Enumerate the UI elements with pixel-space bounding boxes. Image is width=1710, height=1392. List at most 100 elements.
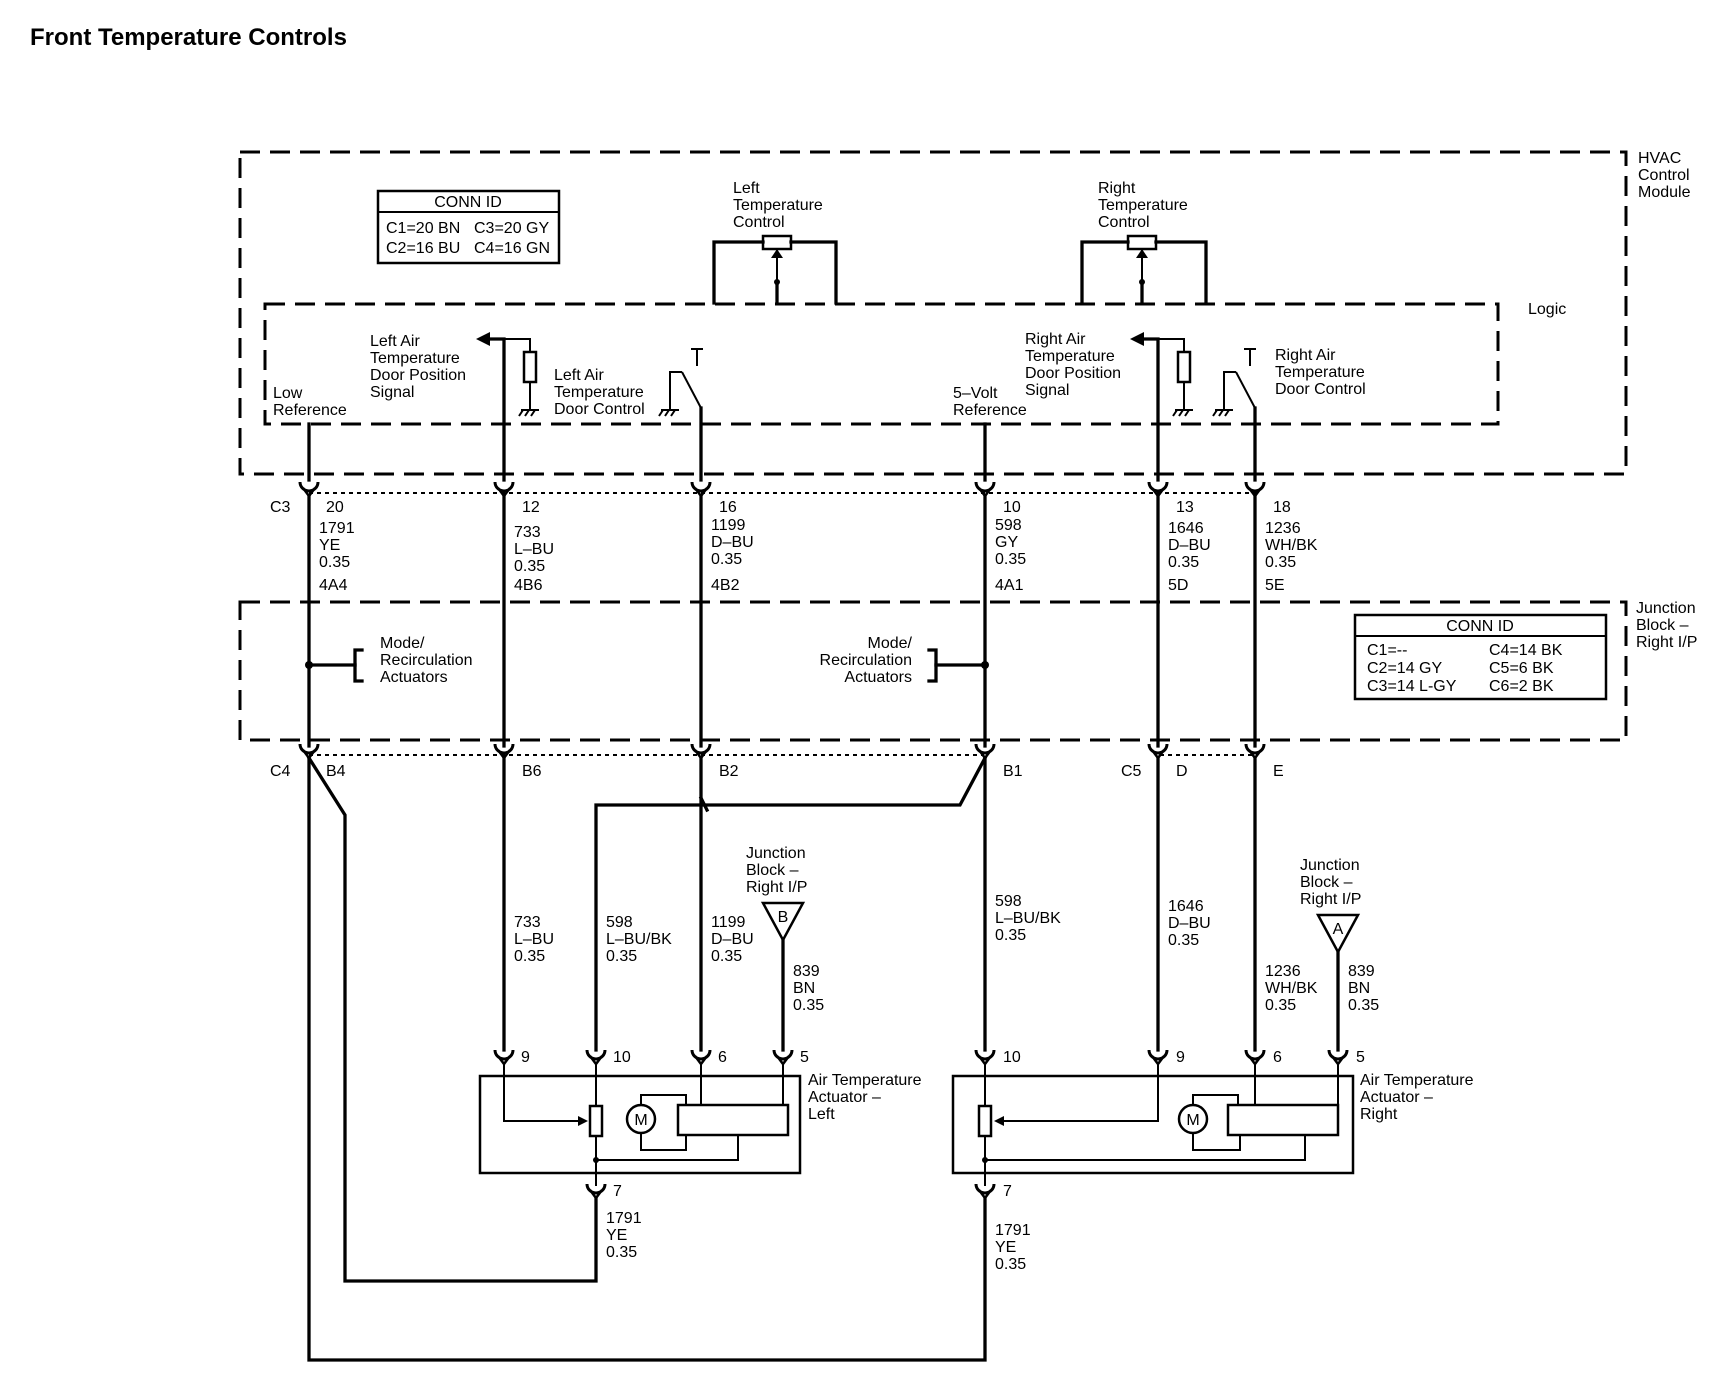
- pin-13-label: 13: [1176, 499, 1194, 516]
- ground-b-letter: B: [778, 909, 789, 926]
- left-motor-glyph: M: [634, 1112, 647, 1129]
- hvac-conn-id-heading: CONN ID: [434, 194, 502, 211]
- connector-c3-label: C3: [270, 499, 291, 516]
- left-position-signal-circuit: [476, 332, 540, 482]
- pin-16-label: 16: [719, 499, 737, 516]
- splice-4b2: 4B2: [711, 577, 740, 594]
- hvac-conn-c2: C2=16 BU: [386, 240, 460, 257]
- pin-18-label: 18: [1273, 499, 1291, 516]
- splice-5e: 5E: [1265, 577, 1285, 594]
- right-position-signal-circuit: [1130, 332, 1194, 482]
- right-actuator-pin-10: 10: [1003, 1049, 1021, 1066]
- pin-b6-label: B6: [522, 763, 542, 780]
- pin-12-label: 12: [522, 499, 540, 516]
- left-actuator-pin-10: 10: [613, 1049, 631, 1066]
- jb-conn-id-heading: CONN ID: [1446, 618, 1514, 635]
- left-actuator-pin-7: 7: [613, 1183, 622, 1200]
- junction-block-outline: [238, 600, 1628, 742]
- left-actuator-pin-6: 6: [718, 1049, 727, 1066]
- right-actuator-pin-6: 6: [1273, 1049, 1282, 1066]
- right-door-control-switch: [1212, 348, 1257, 482]
- wire-598-left: [594, 755, 988, 1052]
- hvac-conn-c1: C1=20 BN: [386, 220, 460, 237]
- jb-conn-c1: C1=--: [1367, 642, 1407, 659]
- left-door-control-switch: [658, 348, 703, 482]
- logic-label: Logic: [1528, 301, 1566, 318]
- pin-d-label: D: [1176, 763, 1188, 780]
- pin-20-label: 20: [326, 499, 344, 516]
- ground-a-letter: A: [1333, 921, 1344, 938]
- connector-c4-label: C4: [270, 763, 291, 780]
- jb-conn-c4: C4=14 BK: [1489, 642, 1563, 659]
- wire-1791-left-ground: [306, 755, 598, 1283]
- pin-e-label: E: [1273, 763, 1284, 780]
- right-motor-glyph: M: [1186, 1112, 1199, 1129]
- hvac-conn-id-box: CONN ID C1=20 BN C3=20 GY C2=16 BU C4=16…: [376, 189, 561, 265]
- right-actuator-pin-5: 5: [1356, 1049, 1365, 1066]
- splice-4a1: 4A1: [995, 577, 1024, 594]
- jb-conn-c6: C6=2 BK: [1489, 678, 1554, 695]
- jb-conn-id-box: CONN ID C1=-- C4=14 BK C2=14 GY C5=6 BK …: [1353, 613, 1608, 701]
- jb-conn-c5: C5=6 BK: [1489, 660, 1554, 677]
- splice-4b6: 4B6: [514, 577, 543, 594]
- splice-4a4: 4A4: [319, 577, 348, 594]
- wire-1791-right-ground: [307, 756, 987, 1362]
- splice-5d: 5D: [1168, 577, 1188, 594]
- jb-conn-c2: C2=14 GY: [1367, 660, 1442, 677]
- connector-c5-label: C5: [1121, 763, 1142, 780]
- hvac-conn-c4: C4=16 GN: [474, 240, 550, 257]
- logic-outline: [263, 302, 1500, 426]
- hvac-conn-c3: C3=20 GY: [474, 220, 549, 237]
- left-actuator-pin-9: 9: [521, 1049, 530, 1066]
- right-actuator-pin-9: 9: [1176, 1049, 1185, 1066]
- page-title: Front Temperature Controls: [30, 24, 347, 51]
- pin-b4-label: B4: [326, 763, 346, 780]
- pin-b1-label: B1: [1003, 763, 1023, 780]
- pin-10-label: 10: [1003, 499, 1021, 516]
- right-actuator-pin-7: 7: [1003, 1183, 1012, 1200]
- jb-conn-c3: C3=14 L-GY: [1367, 678, 1457, 695]
- left-actuator-pin-5: 5: [800, 1049, 809, 1066]
